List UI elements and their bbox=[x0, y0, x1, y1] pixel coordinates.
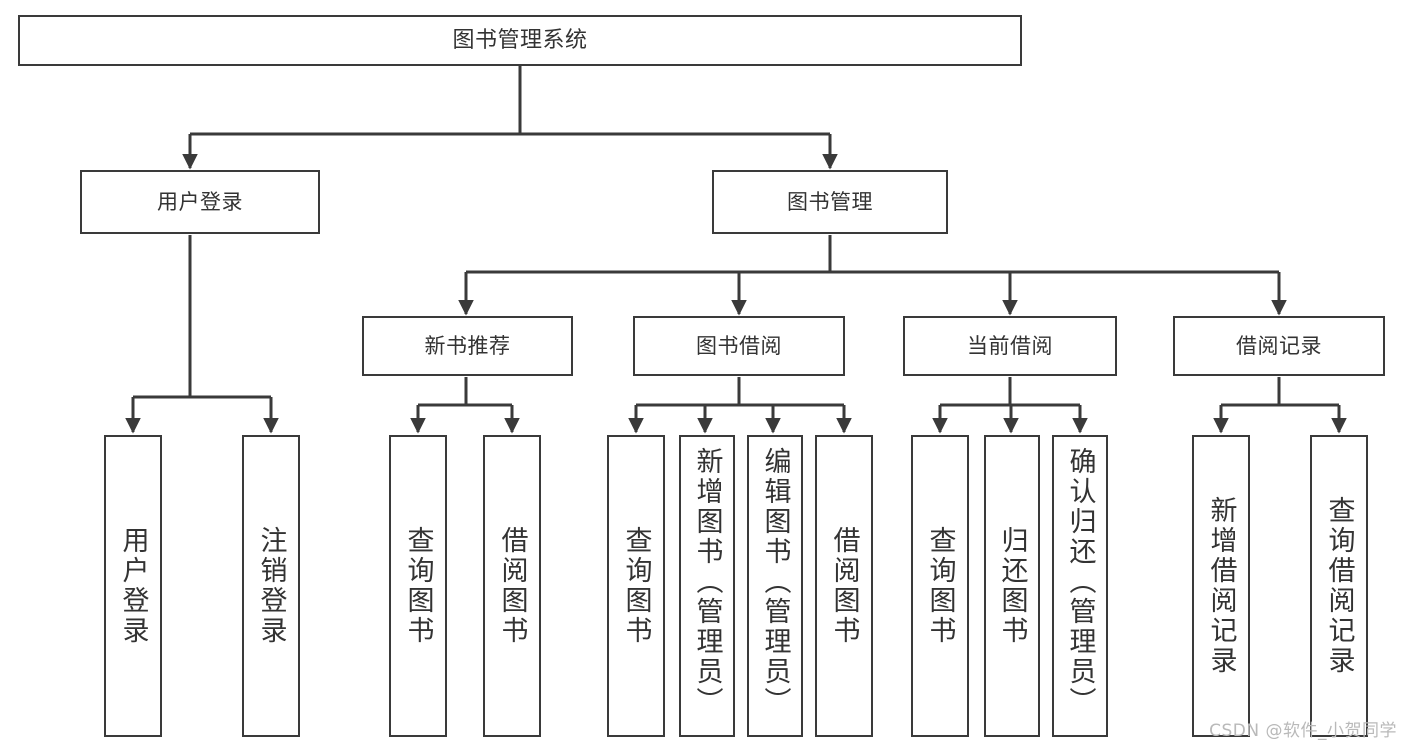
node-leaf-borrow-book-2[interactable]: 借阅图书 bbox=[815, 435, 873, 737]
node-borrow-record[interactable]: 借阅记录 bbox=[1173, 316, 1385, 376]
node-label: 新增借阅记录 bbox=[1205, 496, 1237, 676]
node-leaf-query-book-1[interactable]: 查询图书 bbox=[389, 435, 447, 737]
node-label: 图书管理系统 bbox=[452, 27, 588, 53]
node-label: 查询图书 bbox=[402, 526, 434, 646]
node-leaf-user-login[interactable]: 用户登录 bbox=[104, 435, 162, 737]
node-label: 查询借阅记录 bbox=[1323, 496, 1355, 676]
node-label: 注销登录 bbox=[255, 526, 287, 646]
node-label: 新书推荐 bbox=[424, 333, 511, 358]
node-label: 查询图书 bbox=[620, 526, 652, 646]
node-book-borrow[interactable]: 图书借阅 bbox=[633, 316, 845, 376]
node-leaf-query-book-2[interactable]: 查询图书 bbox=[607, 435, 665, 737]
node-leaf-query-record[interactable]: 查询借阅记录 bbox=[1310, 435, 1368, 737]
node-leaf-query-book-3[interactable]: 查询图书 bbox=[911, 435, 969, 737]
node-new-book-recommend[interactable]: 新书推荐 bbox=[362, 316, 573, 376]
watermark-text: CSDN @软件_小贺同学 bbox=[1209, 721, 1397, 741]
node-user-login[interactable]: 用户登录 bbox=[80, 170, 320, 234]
node-root-book-management-system[interactable]: 图书管理系统 bbox=[18, 15, 1022, 66]
node-label: 查询图书 bbox=[924, 526, 956, 646]
node-leaf-add-record[interactable]: 新增借阅记录 bbox=[1192, 435, 1250, 737]
node-leaf-confirm-return[interactable]: 确认归还（管理员） bbox=[1052, 435, 1108, 737]
node-label: 借阅图书 bbox=[828, 526, 860, 646]
node-label: 借阅图书 bbox=[496, 526, 528, 646]
node-current-borrow[interactable]: 当前借阅 bbox=[903, 316, 1117, 376]
node-label: 确认归还（管理员） bbox=[1064, 447, 1096, 717]
node-label: 新增图书（管理员） bbox=[691, 447, 723, 717]
node-label: 图书管理 bbox=[787, 189, 873, 214]
node-book-management[interactable]: 图书管理 bbox=[712, 170, 948, 234]
node-leaf-logout[interactable]: 注销登录 bbox=[242, 435, 300, 737]
node-label: 图书借阅 bbox=[696, 333, 782, 358]
node-leaf-borrow-book-1[interactable]: 借阅图书 bbox=[483, 435, 541, 737]
node-label: 借阅记录 bbox=[1236, 333, 1322, 358]
node-leaf-add-book[interactable]: 新增图书（管理员） bbox=[679, 435, 735, 737]
node-label: 归还图书 bbox=[996, 526, 1028, 646]
node-label: 用户登录 bbox=[157, 189, 243, 214]
node-leaf-edit-book[interactable]: 编辑图书（管理员） bbox=[747, 435, 803, 737]
node-label: 当前借阅 bbox=[967, 333, 1053, 358]
node-label: 用户登录 bbox=[117, 526, 149, 646]
node-label: 编辑图书（管理员） bbox=[759, 447, 791, 717]
node-leaf-return-book[interactable]: 归还图书 bbox=[984, 435, 1040, 737]
